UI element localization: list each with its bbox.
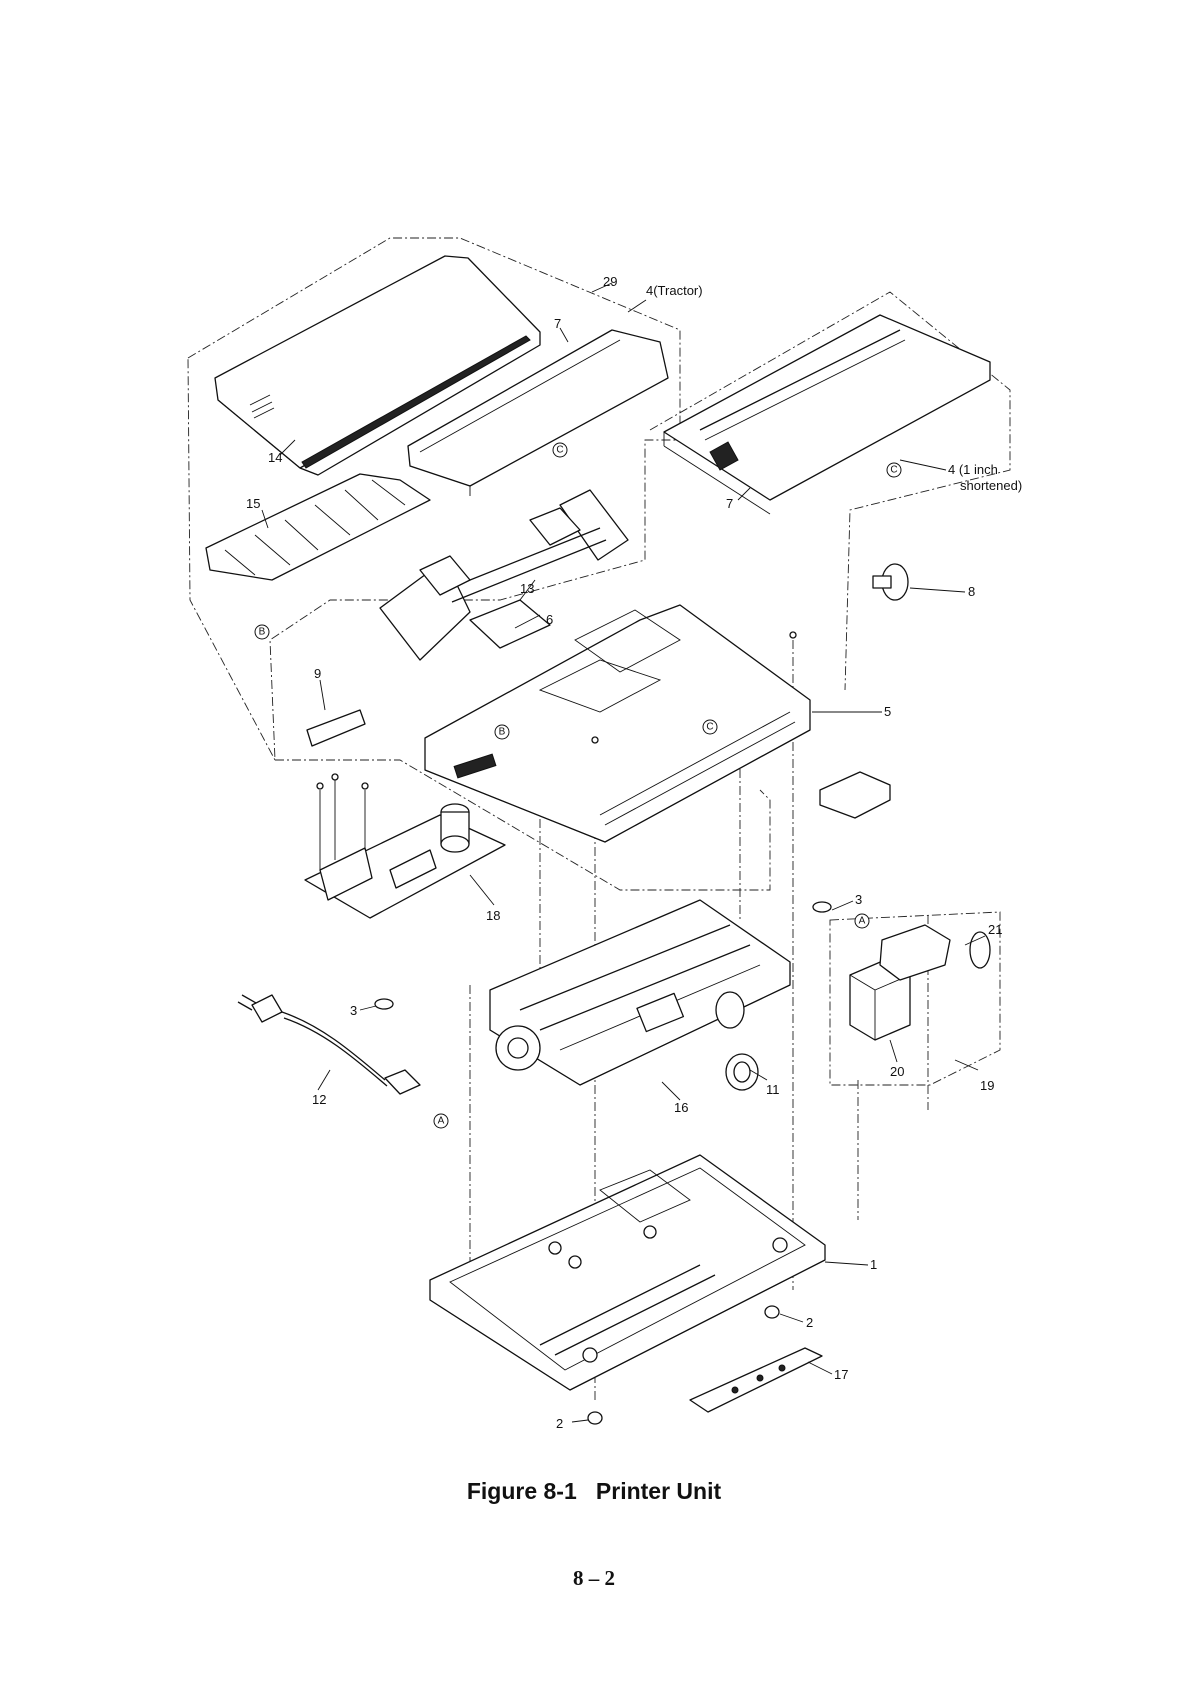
cover-part-9: [307, 710, 365, 746]
svg-text:A: A: [438, 1116, 445, 1127]
svg-text:A: A: [859, 916, 866, 927]
ref-mark-B-2: B: [495, 725, 509, 739]
callout-9: 9: [314, 666, 321, 681]
upper-case-part-5: [425, 605, 810, 842]
sheet-guide-part-15: [206, 474, 430, 580]
callout-20: 20: [890, 1064, 904, 1079]
screw-board-3: [362, 783, 368, 789]
callout-14: 14: [268, 450, 282, 465]
lower-case-part-1: [430, 1155, 825, 1390]
svg-text:C: C: [890, 465, 897, 476]
callout-21: 21: [988, 922, 1002, 937]
callout-13: 13: [520, 581, 534, 596]
callout-7-a: 7: [554, 316, 561, 331]
platen-knob-part-8: [873, 564, 908, 600]
callout-7-b: 7: [726, 496, 733, 511]
ref-mark-C-1: C: [553, 443, 567, 457]
callout-19: 19: [980, 1078, 994, 1093]
callout-4-shortened-line1: 4 (1 inch: [948, 462, 998, 477]
screw-board-1: [317, 783, 323, 789]
ref-mark-C-3: C: [703, 720, 717, 734]
figure-caption: Figure 8-1 Printer Unit: [0, 1478, 1188, 1505]
washer-3-right: [813, 902, 831, 912]
callout-2-right: 2: [806, 1315, 813, 1330]
screw-board-2: [332, 774, 338, 780]
ref-mark-B-1: B: [255, 625, 269, 639]
ref-mark-C-2: C: [887, 463, 901, 477]
callout-2-left: 2: [556, 1416, 563, 1431]
callout-3-left: 3: [350, 1003, 357, 1018]
rubber-foot-2-left: [588, 1412, 602, 1424]
ref-mark-A-1: A: [855, 914, 869, 928]
operation-panel-part-17: [690, 1348, 822, 1412]
ribbon-unit: [820, 772, 890, 818]
screw-right: [790, 632, 796, 638]
callout-16: 16: [674, 1100, 688, 1115]
page-number: 8 – 2: [0, 1566, 1188, 1591]
callout-6: 6: [546, 612, 553, 627]
power-cord-part-12: [238, 995, 420, 1094]
screw-left: [592, 737, 598, 743]
callout-18: 18: [486, 908, 500, 923]
control-board-part-18: [305, 780, 505, 918]
ref-mark-A-2: A: [434, 1114, 448, 1128]
svg-text:B: B: [259, 627, 266, 638]
callout-12: 12: [312, 1092, 326, 1107]
callout-3-right: 3: [855, 892, 862, 907]
callout-8: 8: [968, 584, 975, 599]
washer-3-left: [375, 999, 393, 1009]
cover-part-6: [470, 600, 550, 648]
svg-text:C: C: [706, 722, 713, 733]
callout-4-shortened-line2: shortened): [960, 478, 1022, 493]
rubber-foot-2-right: [765, 1306, 779, 1318]
callout-15: 15: [246, 496, 260, 511]
callout-4-tractor: 4(Tractor): [646, 283, 703, 298]
callout-29: 29: [603, 274, 617, 289]
svg-text:B: B: [499, 727, 506, 738]
callout-17: 17: [834, 1367, 848, 1382]
callout-1: 1: [870, 1257, 877, 1272]
shortened-cover-part-4: [664, 315, 990, 514]
power-unit-part-19: [850, 925, 990, 1040]
callout-11: 11: [766, 1082, 780, 1097]
svg-text:C: C: [556, 445, 563, 456]
callout-5: 5: [884, 704, 891, 719]
